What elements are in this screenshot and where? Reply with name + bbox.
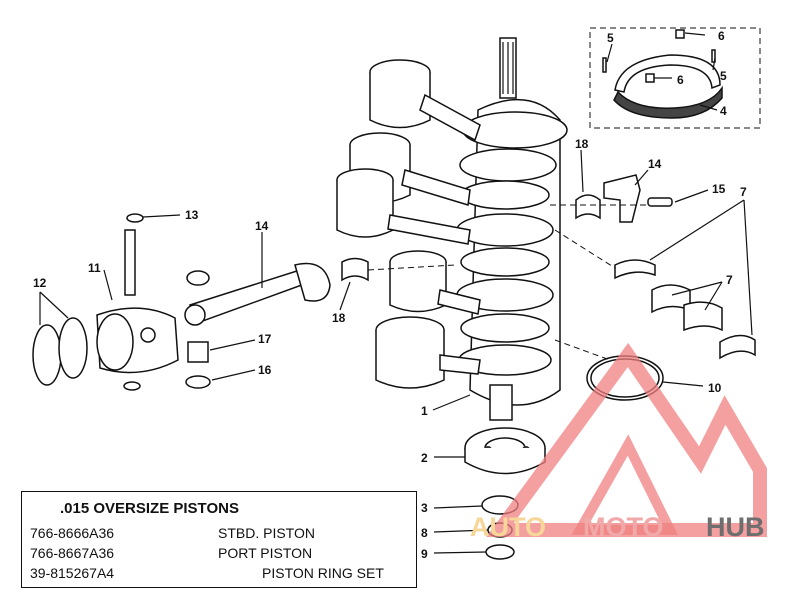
clip-13 — [126, 213, 144, 223]
rod-bearing-18-left — [341, 257, 369, 282]
bearing-race-lower — [613, 85, 723, 119]
washer-16 — [185, 375, 211, 389]
needle-bearing-17 — [187, 341, 209, 363]
part-number: 766-8666A36 — [30, 525, 115, 541]
rod-bearing-18 — [575, 194, 601, 220]
bearing-race-half — [614, 54, 721, 93]
seal-ring — [554, 339, 664, 401]
rod-cap-parts — [550, 174, 673, 223]
rod-cap-14 — [603, 174, 641, 223]
callout-11: 11 — [88, 261, 101, 275]
callout-14b: 14 — [648, 157, 662, 171]
callout-8: 8 — [421, 526, 428, 540]
callout-5a: 5 — [607, 31, 614, 45]
part-description: PISTON RING SET — [262, 565, 384, 581]
callout-7b: 7 — [726, 273, 733, 287]
ball-bearing — [464, 427, 546, 475]
watermark-text-moto: MOTO — [583, 512, 664, 542]
callout-7a: 7 — [740, 185, 747, 199]
callout-3: 3 — [421, 501, 428, 515]
callout-14a: 14 — [255, 219, 269, 233]
watermark-text-hub: HUB — [706, 512, 765, 542]
rear-pistons — [336, 59, 481, 389]
callout-labels: 1 2 3 4 5 5 6 6 7 7 8 9 10 11 12 13 14 1… — [33, 29, 747, 561]
callout-16: 16 — [258, 363, 272, 377]
leader-lines — [39, 32, 753, 554]
main-bearings — [554, 229, 756, 360]
thrust-washer — [186, 270, 210, 286]
piston-assembly — [32, 213, 179, 391]
piston-ring-a — [32, 324, 62, 386]
part-number: 39-815267A4 — [30, 565, 115, 581]
watermark-text-auto: AUTO — [470, 512, 547, 542]
callout-10: 10 — [708, 381, 722, 395]
main-bearing-upper — [614, 259, 656, 280]
callout-15: 15 — [712, 182, 726, 196]
wrist-pin — [124, 229, 136, 296]
callout-5b: 5 — [720, 69, 727, 83]
seal-9 — [485, 544, 515, 560]
callout-1: 1 — [421, 404, 428, 418]
callout-6a: 6 — [718, 29, 725, 43]
part-number: 766-8667A36 — [30, 545, 115, 561]
part-description: PORT PISTON — [218, 545, 313, 561]
needle-bearing-7b — [683, 301, 723, 332]
callout-17: 17 — [258, 332, 272, 346]
crankshaft-lower-shaft — [489, 384, 513, 421]
callout-9: 9 — [421, 547, 428, 561]
part-description: STBD. PISTON — [218, 525, 315, 541]
connecting-rod — [184, 257, 456, 389]
callout-13: 13 — [185, 208, 199, 222]
main-bearing-lower — [719, 334, 756, 360]
bearing-cage-assembly — [589, 27, 761, 129]
callout-12: 12 — [33, 276, 47, 290]
callout-4: 4 — [720, 104, 727, 118]
oversize-pistons-table: .015 OVERSIZE PISTONS 766-8666A36 STBD. … — [21, 491, 417, 588]
rod-bolt-15 — [647, 197, 673, 207]
callout-6b: 6 — [677, 73, 684, 87]
callout-18b: 18 — [575, 137, 589, 151]
table-title: .015 OVERSIZE PISTONS — [60, 500, 239, 517]
callout-2: 2 — [421, 451, 428, 465]
piston-ring-b — [58, 317, 88, 379]
callout-18a: 18 — [332, 311, 346, 325]
